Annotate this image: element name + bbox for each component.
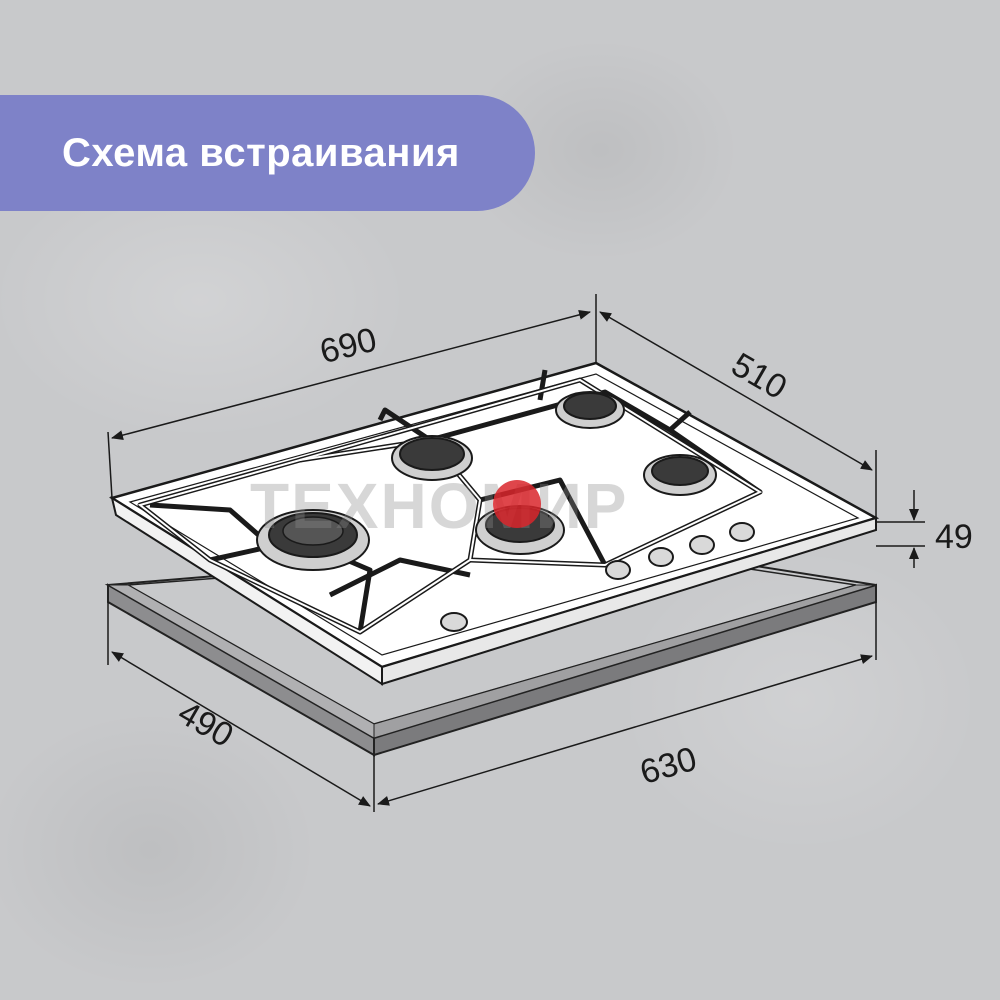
dimension-lines <box>107 294 925 812</box>
dim-width-top: 690 <box>316 321 380 372</box>
burner-front-left <box>256 509 370 571</box>
title-banner: Схема встраивания <box>0 95 535 211</box>
dim-height: 49 <box>935 518 973 556</box>
dim-depth-top: 510 <box>725 346 793 407</box>
burner-rear-right <box>555 391 625 429</box>
burner-rear-left <box>391 435 473 481</box>
watermark-logo: ТЕХНОМИР <box>250 470 628 542</box>
burner-front-right <box>643 454 717 496</box>
dim-cutout-width: 630 <box>636 740 701 792</box>
cooktop <box>108 361 880 686</box>
control-knobs <box>440 522 755 632</box>
page-title: Схема встраивания <box>62 130 460 175</box>
dim-cutout-depth: 490 <box>172 694 240 755</box>
watermark-text: ТЕХНОМИР <box>250 470 628 542</box>
watermark-logo-dot <box>493 480 541 528</box>
